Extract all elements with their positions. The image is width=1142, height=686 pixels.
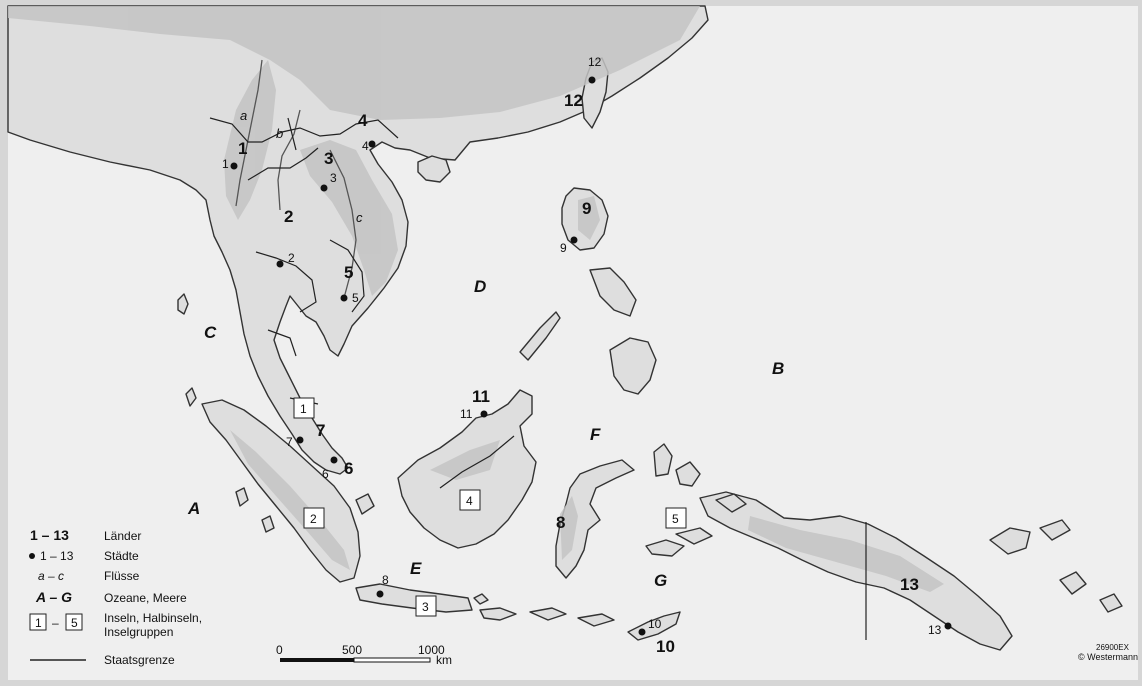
- scale-tick-1000: 1000: [418, 643, 445, 657]
- city-label: 10: [648, 617, 662, 631]
- river-c: [329, 149, 357, 299]
- island-label: 3: [422, 600, 429, 614]
- city-dot: [340, 294, 348, 302]
- legend-countries-key: 1 – 13: [30, 527, 69, 543]
- country-label: 11: [472, 387, 490, 406]
- legend-rivers-key: a – c: [38, 569, 64, 583]
- credit-code: 26900EX: [1096, 643, 1130, 652]
- country-label: 4: [358, 111, 368, 130]
- city-dot: [480, 410, 488, 418]
- sea-label: D: [474, 277, 486, 296]
- city-label: 5: [352, 291, 359, 305]
- mindanao-island: [609, 337, 657, 395]
- island-label: 4: [466, 494, 473, 508]
- country-label: 10: [656, 637, 675, 656]
- sea-label: F: [590, 425, 601, 444]
- city-dot: [296, 436, 304, 444]
- city-dot: [330, 456, 338, 464]
- city-dot: [638, 628, 646, 636]
- scale-bar: 0 500 1000 km: [276, 643, 452, 667]
- country-label: 13: [900, 575, 919, 594]
- city-label: 9: [560, 241, 567, 255]
- country-label: 9: [582, 199, 591, 218]
- scale-tick-0: 0: [276, 643, 283, 657]
- city-label: 13: [928, 623, 942, 637]
- legend-rivers-label: Flüsse: [104, 569, 140, 583]
- sea-label: G: [654, 571, 667, 590]
- credit: 26900EX © Westermann: [1078, 643, 1138, 662]
- country-label: 3: [324, 149, 333, 168]
- city-label: 7: [286, 435, 293, 449]
- country-label: 6: [344, 459, 353, 478]
- island-labels: 1 2 3 4 5: [293, 397, 687, 617]
- credit-publisher: © Westermann: [1078, 652, 1138, 662]
- river-label: a: [240, 108, 247, 123]
- city-dot: [376, 590, 384, 598]
- sea-label: A: [187, 499, 200, 518]
- city-label: 6: [322, 467, 329, 481]
- country-label: 7: [316, 421, 325, 440]
- hainan-island: [417, 155, 451, 183]
- legend-border-label: Staatsgrenze: [104, 653, 175, 667]
- river-label: c: [356, 210, 363, 225]
- legend-cities-key: 1 – 13: [40, 549, 74, 563]
- city-label: 12: [588, 55, 602, 69]
- legend-cities-label: Städte: [104, 549, 139, 563]
- sea-label: C: [204, 323, 217, 342]
- river-a: [235, 59, 263, 207]
- city-dot: [320, 184, 328, 192]
- country-label: 12: [564, 91, 583, 110]
- legend-islands-key-dash: –: [52, 616, 59, 630]
- national-borders: [209, 117, 867, 640]
- country-label: 1: [238, 139, 247, 158]
- rivers: [235, 59, 357, 299]
- legend-islands-key-end: 5: [71, 616, 78, 630]
- island-label: 2: [310, 512, 317, 526]
- river-labels: a b c: [240, 108, 363, 225]
- river-b: [277, 109, 301, 211]
- java-island: [355, 583, 473, 613]
- city-label: 3: [330, 171, 337, 185]
- city-label: 1: [222, 157, 229, 171]
- scale-tick-500: 500: [342, 643, 362, 657]
- legend-islands-label-line1: Inseln, Halbinseln,: [104, 611, 202, 625]
- legend-islands-key-start: 1: [35, 616, 42, 630]
- city-markers: 1 2 3 4 5 6 7 8 9 10 11 12 13: [222, 55, 952, 637]
- legend-city-dot: [29, 553, 35, 559]
- country-labels: 1 2 3 4 5 6 7 8 9 10 11 12 13: [238, 91, 919, 656]
- scale-unit: km: [436, 653, 452, 667]
- island-label: 5: [672, 512, 679, 526]
- city-label: 11: [460, 407, 473, 421]
- city-label: 4: [362, 139, 369, 153]
- country-label: 2: [284, 207, 293, 226]
- visayas-islands: [589, 267, 637, 317]
- legend-countries-label: Länder: [104, 529, 141, 543]
- city-dot: [570, 236, 578, 244]
- city-dot: [944, 622, 952, 630]
- sea-label: B: [772, 359, 784, 378]
- legend-seas-label: Ozeane, Meere: [104, 591, 187, 605]
- city-dot: [368, 140, 376, 148]
- city-dot: [588, 76, 596, 84]
- country-label: 8: [556, 513, 565, 532]
- river-label: b: [276, 126, 283, 141]
- city-dot: [230, 162, 238, 170]
- island-label: 1: [300, 402, 307, 416]
- city-label: 8: [382, 573, 389, 587]
- country-label: 5: [344, 263, 353, 282]
- city-label: 2: [288, 251, 295, 265]
- legend: 1 – 13 Länder 1 – 13 Städte a – c Flüsse…: [29, 527, 202, 667]
- palawan-island: [519, 311, 561, 361]
- legend-islands-label-line2: Inselgruppen: [104, 625, 173, 639]
- sea-labels: A B C D E F G: [187, 277, 784, 590]
- sea-label: E: [410, 559, 422, 578]
- relief-shading: [8, 6, 944, 592]
- city-dot: [276, 260, 284, 268]
- legend-seas-key: A – G: [35, 589, 72, 605]
